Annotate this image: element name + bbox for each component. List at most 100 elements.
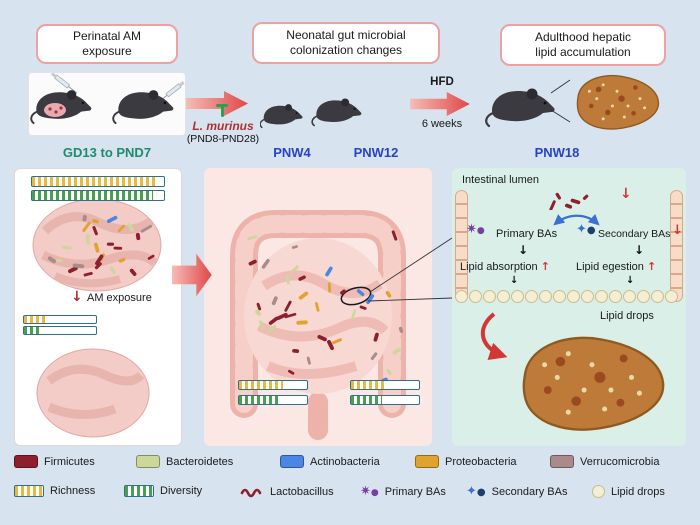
bacterium-icon bbox=[94, 262, 102, 270]
bacterium-icon bbox=[135, 232, 141, 241]
lipid-drop-icon bbox=[497, 290, 510, 303]
panel-adult-liver: Intestinal lumen ↓ ✷● Primary BAs ✦● Sec… bbox=[452, 168, 686, 446]
lipid-drop-icon bbox=[469, 290, 482, 303]
bacterium-icon bbox=[259, 320, 264, 330]
legend-verrucomicrobia: Verrucomicrobia bbox=[550, 455, 659, 468]
secondary-bas-decrease-arrow-icon: ↓ bbox=[672, 223, 683, 238]
richness-bar-post-am bbox=[23, 315, 97, 324]
bacterium-icon bbox=[113, 246, 123, 250]
bacterium-icon bbox=[298, 275, 306, 281]
arrow-neonatal-to-adult bbox=[410, 91, 470, 117]
panel-neonatal-gut bbox=[204, 168, 432, 446]
panel-perinatal-gut: ↓ AM exposure bbox=[14, 168, 182, 446]
bacterium-icon bbox=[95, 254, 104, 266]
lipid-drops-legend-label: Lipid drops bbox=[611, 485, 665, 498]
syringe-icon bbox=[50, 73, 78, 94]
neonatal-mice-illustration bbox=[260, 97, 363, 129]
hfd-duration: 6 weeks bbox=[421, 118, 463, 130]
legend-firmicutes: Firmicutes bbox=[14, 455, 95, 468]
actinobacteria-label: Actinobacteria bbox=[310, 455, 380, 468]
to-lipid-row-arrow-icon: ↓ bbox=[626, 275, 635, 286]
bacterium-icon bbox=[284, 300, 292, 312]
bacteroidetes-label: Bacteroidetes bbox=[166, 455, 234, 468]
lipid-drops-label: Lipid drops bbox=[600, 310, 654, 322]
bacterium-icon bbox=[356, 289, 365, 297]
bacterium-icon bbox=[359, 305, 367, 310]
treatment-label: L. murinus (PND8-PND28) bbox=[178, 119, 268, 145]
legend-lactobacillus: Lactobacillus bbox=[240, 485, 334, 499]
bacterium-icon bbox=[271, 296, 278, 306]
lipid-egestion-row: Lipid egestion ↑ bbox=[576, 261, 656, 273]
bacterium-icon bbox=[292, 348, 300, 354]
perinatal-mice-photo bbox=[28, 72, 186, 136]
bacterium-icon bbox=[298, 291, 309, 300]
primary-bas-icon: ✷● bbox=[360, 484, 379, 499]
bacterium-icon bbox=[83, 271, 93, 277]
bacterium-icon bbox=[325, 266, 333, 277]
bacterium-icon bbox=[72, 263, 85, 269]
lumen-bacteria-icon bbox=[549, 192, 589, 210]
mouse-icon bbox=[485, 87, 556, 128]
lipid-drop-icon bbox=[609, 290, 622, 303]
lactobacillus-label: Lactobacillus bbox=[270, 486, 334, 498]
lipid-drop-icon bbox=[651, 290, 664, 303]
bacterium-icon bbox=[248, 259, 257, 266]
bacterium-icon bbox=[327, 339, 334, 351]
bacterium-icon bbox=[140, 224, 153, 233]
bacterium-icon bbox=[255, 309, 262, 316]
lipid-drop-icon bbox=[525, 290, 538, 303]
proteobacteria-label: Proteobacteria bbox=[445, 455, 517, 468]
bacterium-icon bbox=[555, 192, 562, 200]
bacterium-icon bbox=[109, 266, 116, 274]
embryo-belly-icon bbox=[44, 103, 66, 117]
perinatal-intestines-illustration bbox=[32, 198, 162, 438]
secondary-bas-icon: ✦● bbox=[576, 222, 596, 237]
bacterium-icon bbox=[276, 312, 288, 321]
richness-bar-icon bbox=[14, 485, 44, 497]
bacterium-icon bbox=[247, 235, 258, 241]
bacterium-icon bbox=[582, 194, 589, 200]
bacterium-icon bbox=[92, 226, 98, 236]
bacterium-icon bbox=[351, 309, 357, 320]
bacterium-icon bbox=[118, 257, 126, 263]
epithelial-cells-right bbox=[670, 190, 683, 302]
diversity-bar-post-am bbox=[23, 326, 97, 335]
bacterium-icon bbox=[256, 302, 262, 311]
header-box-neonatal: Neonatal gut microbial colonization chan… bbox=[252, 22, 440, 64]
bacterium-icon bbox=[385, 290, 392, 298]
richness-bar-perinatal bbox=[31, 176, 165, 187]
lipid-drop-icon bbox=[581, 290, 594, 303]
bacterium-icon bbox=[296, 320, 308, 325]
bacterium-icon bbox=[82, 214, 87, 222]
epithelial-cells-left bbox=[455, 190, 468, 302]
to-liver-arrow-icon bbox=[480, 312, 508, 360]
legend-diversity: Diversity bbox=[124, 485, 202, 497]
header-box-adulthood: Adulthood hepatic lipid accumulation bbox=[500, 24, 666, 66]
diversity-bar-pnw4 bbox=[238, 395, 308, 405]
bacterium-icon bbox=[284, 312, 297, 319]
fatty-liver-large bbox=[522, 336, 665, 431]
firmicutes-swatch bbox=[14, 455, 38, 468]
timeline-pnw12: PNW12 bbox=[353, 145, 399, 160]
richness-bar-pnw4 bbox=[238, 380, 308, 390]
lipid-drop-icon bbox=[623, 290, 636, 303]
lmurinus-name: L. murinus bbox=[192, 119, 254, 133]
legend-richness: Richness bbox=[14, 485, 95, 497]
bacterium-icon bbox=[129, 268, 137, 276]
bas-conversion-arrow-icon bbox=[553, 214, 600, 226]
verrucomicrobia-label: Verrucomicrobia bbox=[580, 455, 660, 468]
header-box-adulthood-label: Adulthood hepatic lipid accumulation bbox=[534, 30, 632, 59]
bacterium-icon bbox=[106, 242, 115, 246]
lipid-drop-icon bbox=[592, 485, 605, 498]
primary-bas-legend-label: Primary BAs bbox=[384, 485, 446, 498]
legend-lipid-drops: Lipid drops bbox=[592, 485, 665, 498]
bacterium-icon bbox=[47, 256, 56, 264]
lactobacillus-icon bbox=[240, 488, 262, 498]
actinobacteria-swatch bbox=[280, 455, 304, 468]
liver-icon bbox=[576, 74, 660, 130]
bacteroidetes-swatch bbox=[136, 455, 160, 468]
lipid-egestion-label: Lipid egestion bbox=[576, 261, 644, 273]
bacterium-icon bbox=[106, 215, 118, 224]
bacterium-icon bbox=[261, 258, 270, 269]
bacterium-icon bbox=[287, 369, 295, 375]
